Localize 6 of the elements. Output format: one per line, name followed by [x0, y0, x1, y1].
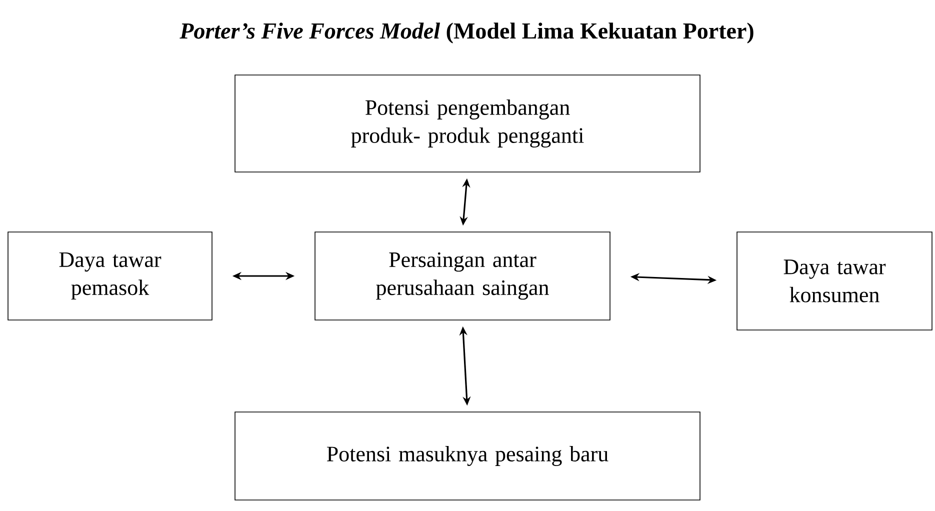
text-box: Daya tawar pemasok	[8, 232, 212, 320]
text-box: Potensi pengembangan produk- produk pengganti	[234, 74, 700, 172]
text-box: Persaingan antar perusahaan saingan	[314, 232, 610, 320]
text-box: Daya tawar konsumen	[736, 232, 932, 330]
text-box: Potensi masuknya pesaing baru	[234, 412, 700, 500]
title: Porter’s Five Forces Model (Model Lima Kekuatan Porter)	[180, 22, 754, 44]
